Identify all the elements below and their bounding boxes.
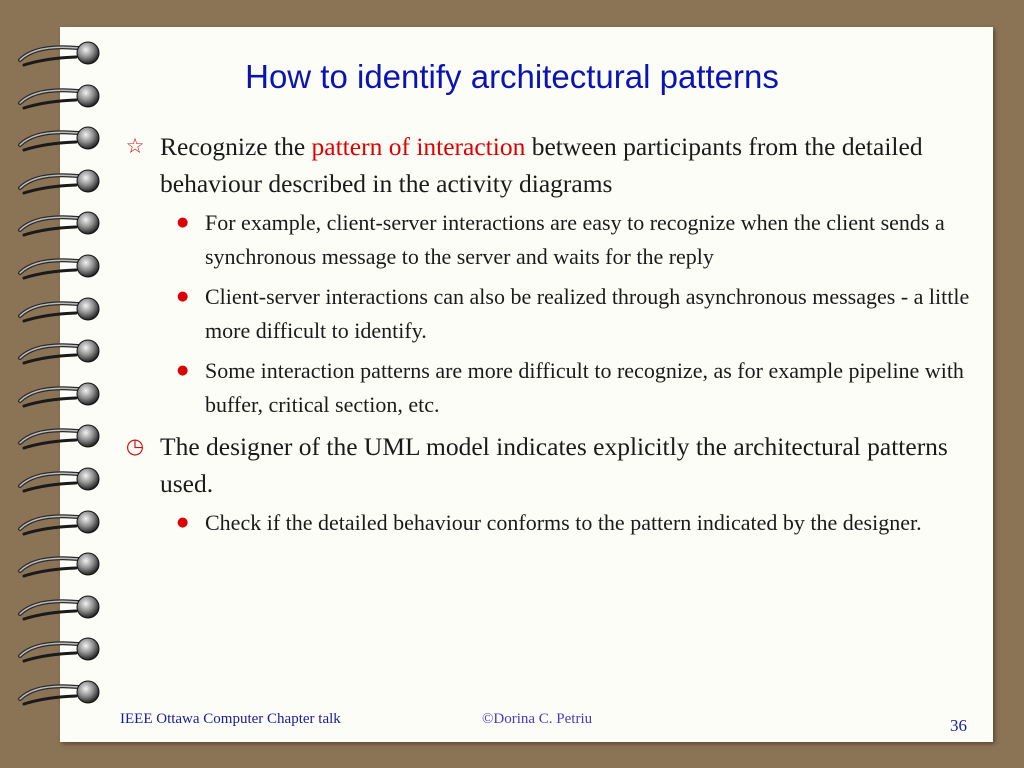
binding-ring — [18, 84, 100, 110]
sub-bullet-async: ● Client-server interactions can also be… — [177, 280, 972, 348]
binding-ring — [18, 467, 100, 493]
sub-bullet-text: Client-server interactions can also be r… — [205, 284, 970, 343]
binding-ring — [18, 637, 100, 663]
sub-bullet-text: Check if the detailed behaviour conforms… — [205, 510, 922, 535]
binding-ring — [18, 169, 100, 195]
footer-left-text: IEEE Ottawa Computer Chapter talk — [120, 711, 341, 727]
binding-ring — [18, 339, 100, 365]
bullet-text: The designer of the UML model indicates … — [160, 432, 948, 498]
bullet-dot-icon: ● — [177, 363, 189, 378]
binding-ring — [18, 382, 100, 408]
star-outline-icon: ☆ — [125, 134, 145, 158]
clock-icon: ◷ — [125, 434, 145, 458]
binding-ring — [18, 41, 100, 67]
bullet-highlight: pattern of interaction — [311, 132, 526, 161]
sub-bullet-text: Some interaction patterns are more diffi… — [205, 358, 964, 417]
binding-ring — [18, 680, 100, 706]
sub-bullet-text: For example, client-server interactions … — [205, 210, 945, 269]
binding-ring — [18, 297, 100, 323]
binding-ring — [18, 211, 100, 237]
page-number: 36 — [950, 716, 967, 735]
sub-bullet-example: ● For example, client-server interaction… — [177, 206, 972, 274]
bullet-designer: ◷ The designer of the UML model indicate… — [122, 428, 972, 502]
slide-title: How to identify architectural patterns — [245, 58, 779, 95]
footer-copyright: ©Dorina C. Petriu — [482, 711, 593, 727]
binding-ring — [18, 254, 100, 280]
bullet-dot-icon: ● — [177, 515, 189, 530]
sub-bullet-patterns: ● Some interaction patterns are more dif… — [177, 354, 972, 422]
binding-ring — [18, 595, 100, 621]
bullet-dot-icon: ● — [177, 289, 189, 304]
slide-content: ☆ Recognize the pattern of interaction b… — [122, 128, 972, 546]
bullet-text-before: Recognize the — [160, 132, 312, 161]
notebook-page — [60, 27, 993, 742]
binding-ring — [18, 424, 100, 450]
bullet-recognize-pattern: ☆ Recognize the pattern of interaction b… — [122, 128, 972, 202]
binding-ring — [18, 126, 100, 152]
binding-ring — [18, 552, 100, 578]
bullet-text-after: between participants from the detailed b… — [160, 132, 923, 198]
binding-ring — [18, 510, 100, 536]
sub-bullet-check: ● Check if the detailed behaviour confor… — [177, 506, 972, 540]
bullet-dot-icon: ● — [177, 215, 189, 230]
